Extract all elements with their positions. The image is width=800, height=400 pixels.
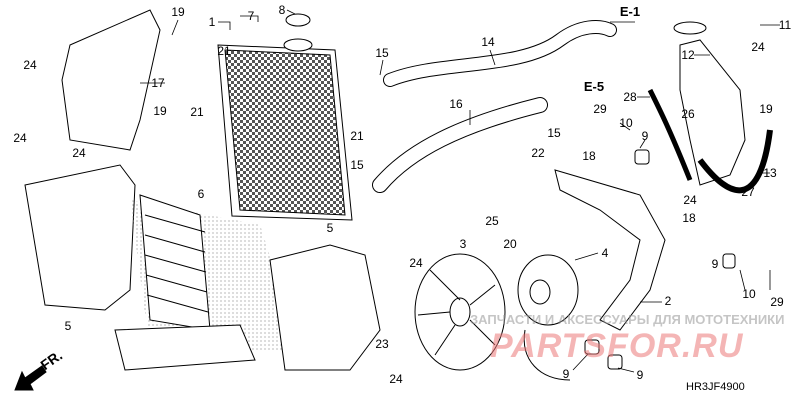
part-label: 9 — [641, 129, 649, 143]
louver-grille — [114, 194, 300, 371]
part-label: 29 — [593, 102, 607, 116]
grommets — [584, 149, 736, 370]
part-label: 17 — [151, 76, 165, 90]
fan-motor — [517, 254, 579, 381]
part-label: 22 — [531, 146, 545, 160]
reference-e5[interactable]: E-5 — [583, 79, 605, 94]
part-label: 21 — [217, 44, 231, 58]
right-shroud — [269, 244, 381, 371]
part-label: 20 — [503, 237, 517, 251]
part-label: 7 — [247, 9, 255, 23]
part-label: 21 — [190, 105, 204, 119]
part-label: 13 — [763, 166, 777, 180]
part-label: 24 — [23, 58, 37, 72]
leader-lines — [140, 9, 780, 373]
part-label: 24 — [409, 256, 423, 270]
part-label: 9 — [562, 367, 570, 381]
fan-blade — [414, 253, 506, 371]
part-label: 25 — [485, 214, 499, 228]
part-label: 9 — [636, 368, 644, 382]
part-label: 1 — [208, 15, 216, 29]
part-label: 8 — [278, 3, 286, 17]
part-label: 14 — [481, 35, 495, 49]
front-arrow-icon — [14, 365, 47, 391]
part-label: 4 — [601, 246, 609, 260]
part-label: 23 — [375, 337, 389, 351]
part-label: 10 — [619, 116, 633, 130]
part-label: 19 — [171, 5, 185, 19]
part-label: 24 — [683, 193, 697, 207]
part-label: 15 — [547, 126, 561, 140]
part-label: 5 — [64, 319, 72, 333]
part-label: 5 — [326, 221, 334, 235]
part-label: 21 — [350, 129, 364, 143]
part-label: 10 — [742, 287, 756, 301]
part-label: 26 — [681, 107, 695, 121]
part-label: 6 — [197, 187, 205, 201]
reference-e1[interactable]: E-1 — [619, 4, 641, 19]
part-label: 24 — [13, 131, 27, 145]
watermark-tagline: ЗАПЧАСТИ И АКСЕССУАРЫ ДЛЯ МОТОТЕХНИКИ — [470, 312, 785, 327]
part-label: 9 — [711, 257, 719, 271]
part-label: 28 — [623, 90, 637, 104]
part-label: 3 — [459, 237, 467, 251]
part-label: 18 — [682, 211, 696, 225]
part-label: 24 — [751, 40, 765, 54]
part-label: 19 — [759, 102, 773, 116]
watermark-logo: PARTSFOR.RU — [490, 327, 744, 365]
part-label: 15 — [350, 158, 364, 172]
part-label: 2 — [664, 294, 672, 308]
part-label: 24 — [72, 146, 86, 160]
side-cover — [61, 9, 161, 151]
part-label: 12 — [681, 48, 695, 62]
part-label: 16 — [449, 97, 463, 111]
reserve-tank — [679, 39, 746, 186]
left-shroud — [24, 164, 136, 311]
part-label: 27 — [741, 185, 755, 199]
part-label: 19 — [153, 104, 167, 118]
part-label: 18 — [582, 149, 596, 163]
fan-bracket — [554, 169, 666, 331]
part-label: 29 — [770, 295, 784, 309]
diagram-code: HR3JF4900 — [686, 381, 745, 393]
part-label: 11 — [778, 18, 792, 32]
part-label: 24 — [389, 372, 403, 386]
part-label: 15 — [375, 46, 389, 60]
radiator — [217, 13, 353, 221]
